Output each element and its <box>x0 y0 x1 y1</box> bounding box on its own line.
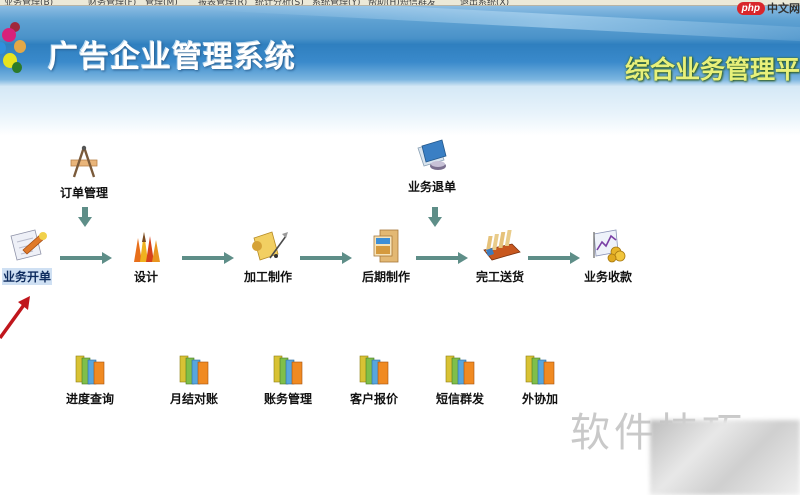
scanner-folder-icon <box>414 138 450 174</box>
node-processing[interactable]: 加工制作 <box>244 228 292 285</box>
module-monthly-reconciliation[interactable]: 月结对账 <box>170 350 218 407</box>
node-label: 订单管理 <box>60 186 109 200</box>
module-label: 进度查询 <box>66 392 115 406</box>
arrow-down-icon <box>78 207 92 227</box>
menu-item-help[interactable]: 帮助(H) <box>368 0 400 6</box>
header-banner: 广告企业管理系统 综合业务管理平 <box>0 6 800 86</box>
menu-bar: 业务管理(B) 财务管理(F) 管理(M) 报表管理(R) 统计分析(S) 系统… <box>0 0 800 6</box>
node-design[interactable]: 设计 <box>128 228 164 285</box>
arrow-right-icon <box>416 252 468 264</box>
module-outsourced-processing[interactable]: 外协加 <box>522 350 558 407</box>
arrow-right-icon <box>300 252 352 264</box>
app-title: 广告企业管理系统 <box>48 40 296 75</box>
node-delivery[interactable]: 完工送货 <box>476 228 524 285</box>
menu-item-finance[interactable]: 财务管理(F) <box>88 0 137 6</box>
books-icon <box>356 350 392 386</box>
module-sms-broadcast[interactable]: 短信群发 <box>436 350 484 407</box>
module-progress-query[interactable]: 进度查询 <box>66 350 114 407</box>
node-order-management[interactable]: 订单管理 <box>60 144 108 201</box>
file-drawer-icon <box>482 228 521 264</box>
compass-ruler-icon <box>66 144 102 180</box>
menu-item-statistics[interactable]: 统计分析(S) <box>255 0 304 6</box>
node-label: 业务收款 <box>584 270 633 284</box>
chart-coins-icon <box>590 228 626 264</box>
node-label: 业务开单 <box>2 268 53 285</box>
blurred-overlay <box>650 420 800 495</box>
node-post-production[interactable]: 后期制作 <box>362 228 410 285</box>
node-label: 业务退单 <box>408 180 457 194</box>
module-customer-quote[interactable]: 客户报价 <box>350 350 398 407</box>
node-label: 后期制作 <box>362 270 411 284</box>
menu-item-sms[interactable]: 短信群发 <box>400 0 437 6</box>
sky-background <box>0 86 800 136</box>
picture-folder-icon <box>368 228 404 264</box>
node-payment-collection[interactable]: 业务收款 <box>584 228 632 285</box>
menu-item-business[interactable]: 业务管理(B) <box>4 0 54 6</box>
node-business-open[interactable]: 业务开单 <box>2 228 53 285</box>
books-icon <box>442 350 478 386</box>
menu-item-system[interactable]: 系统管理(Y) <box>312 0 361 6</box>
arrow-right-icon <box>528 252 580 264</box>
module-label: 月结对账 <box>170 392 219 406</box>
arrow-right-icon <box>182 252 234 264</box>
menu-item-exit[interactable]: 退出系统(X) <box>460 0 510 6</box>
php-logo-badge: php <box>736 1 765 15</box>
red-pointer-arrow-icon <box>0 296 30 340</box>
books-icon <box>270 350 306 386</box>
module-label: 外协加 <box>522 392 559 406</box>
menu-item-manage[interactable]: 管理(M) <box>145 0 178 6</box>
scroll-tools-icon <box>250 228 288 264</box>
node-business-return[interactable]: 业务退单 <box>408 138 456 195</box>
brand-text: 中文网 <box>767 2 800 15</box>
books-icon <box>522 350 558 386</box>
app-subtitle: 综合业务管理平 <box>625 55 800 84</box>
module-label: 账务管理 <box>264 392 313 406</box>
module-label: 客户报价 <box>350 392 399 406</box>
books-icon <box>176 350 212 386</box>
arrow-right-icon <box>60 252 112 264</box>
document-pen-icon <box>9 228 47 264</box>
node-label: 完工送货 <box>476 270 525 284</box>
colored-pencils-icon <box>128 228 164 264</box>
node-label: 设计 <box>133 270 158 284</box>
php-cn-watermark: php 中文网 <box>736 0 800 16</box>
arrow-down-icon <box>428 207 442 227</box>
books-icon <box>72 350 108 386</box>
logo-balloons-icon <box>0 20 32 76</box>
module-label: 短信群发 <box>436 392 485 406</box>
menu-item-reports[interactable]: 报表管理(R) <box>198 0 248 6</box>
node-label: 加工制作 <box>244 270 293 284</box>
module-accounts-management[interactable]: 账务管理 <box>264 350 312 407</box>
